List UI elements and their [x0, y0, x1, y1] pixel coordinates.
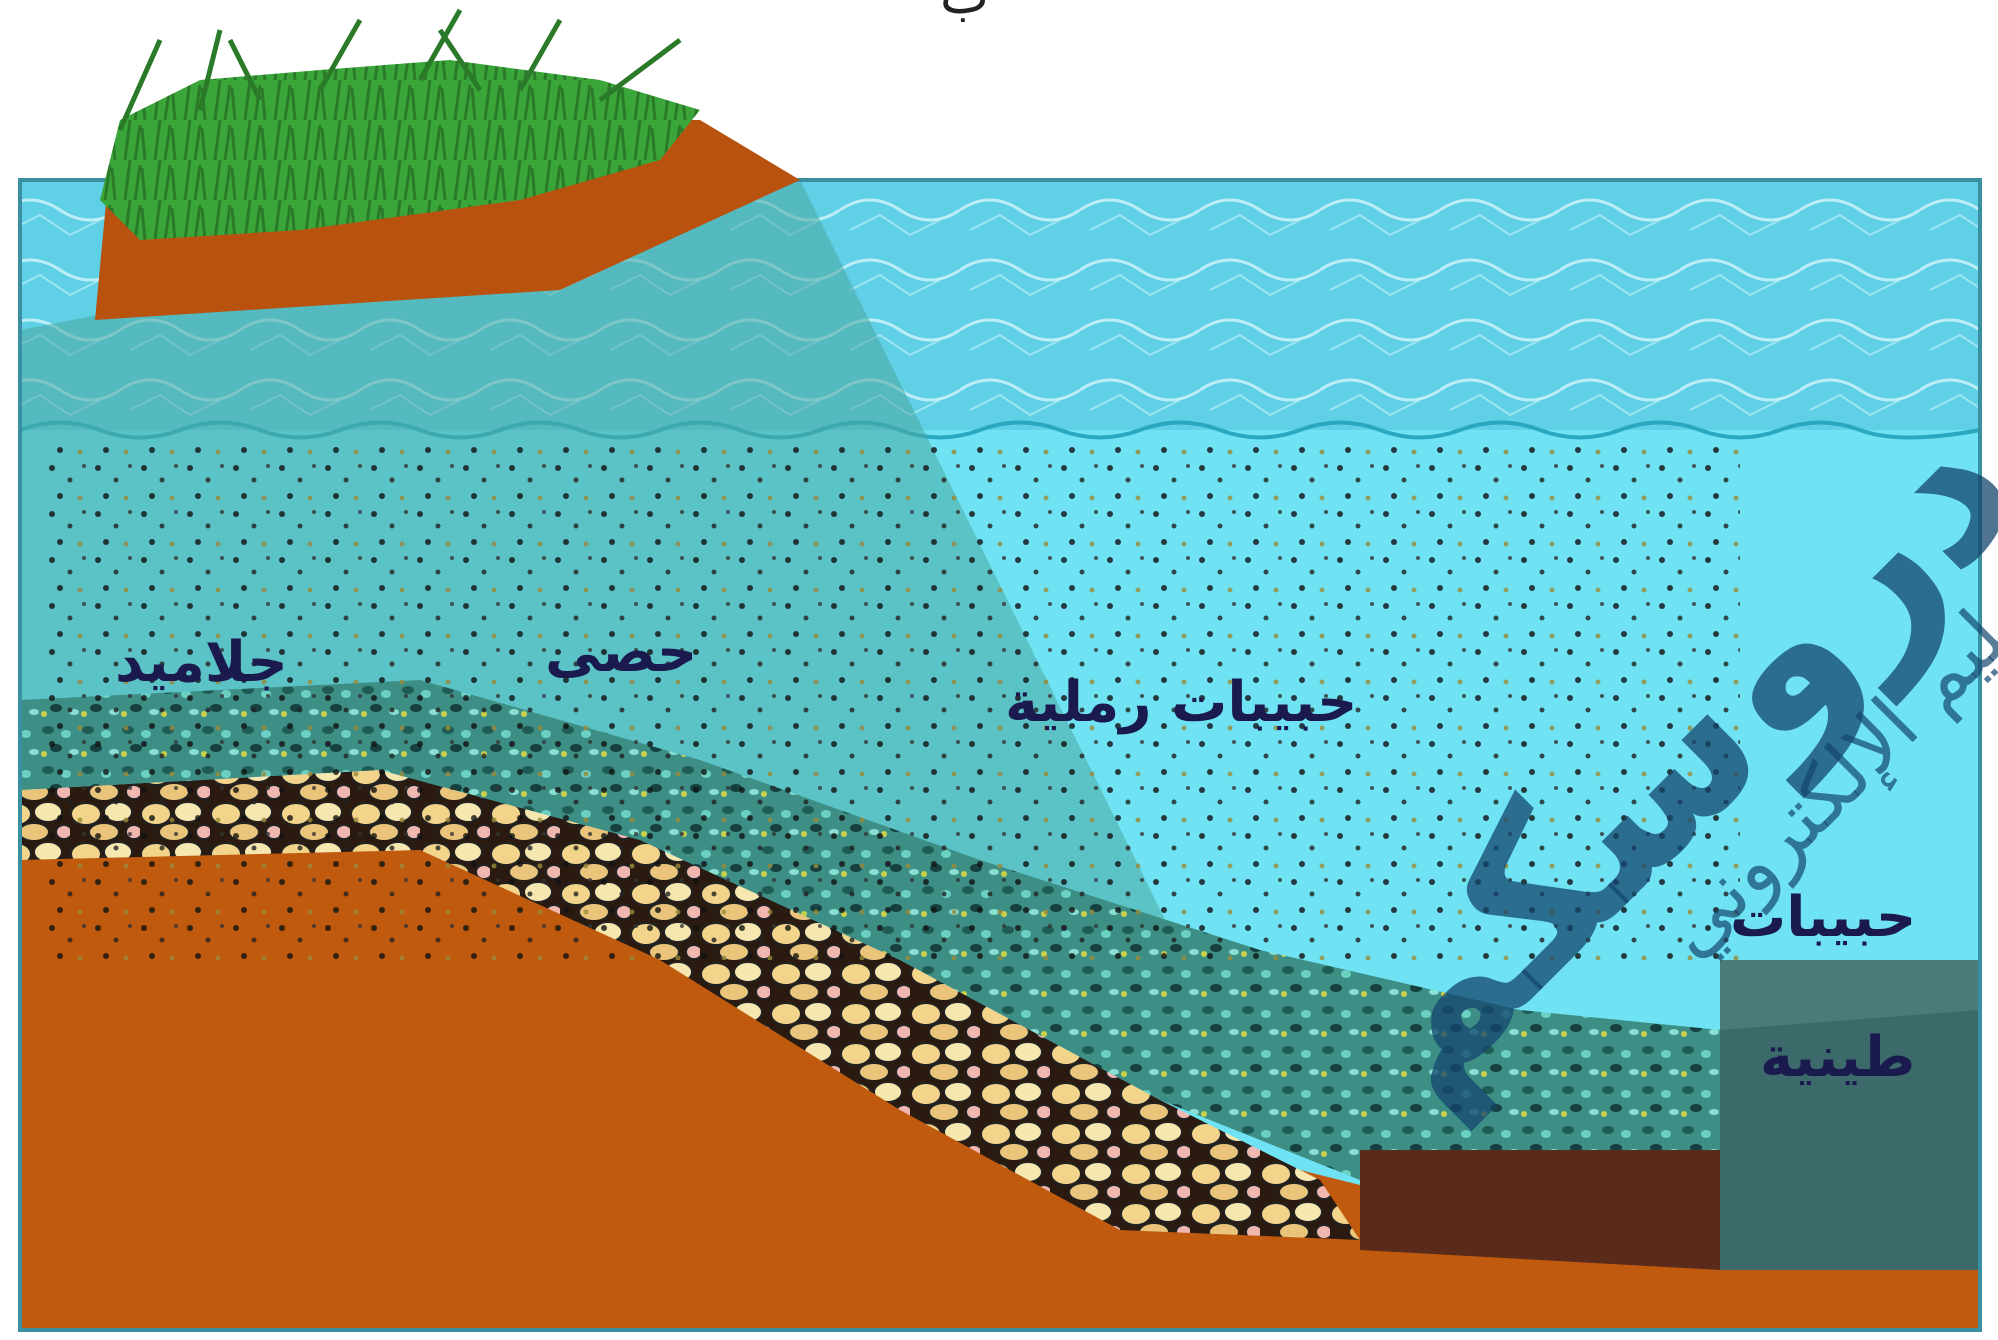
label-boulders: جلاميد [115, 635, 288, 691]
label-sand-grains: حبيبات رملية [1005, 675, 1357, 731]
title-fragment: ب [940, 0, 989, 26]
label-clay-particles-line2: طينية [1760, 1030, 1915, 1086]
sand-speckles [40, 440, 1740, 960]
fine-sediment [1360, 1150, 1720, 1270]
label-pebbles: حصى [545, 625, 697, 681]
label-clay-particles-line1: حبيبات [1730, 890, 1916, 946]
